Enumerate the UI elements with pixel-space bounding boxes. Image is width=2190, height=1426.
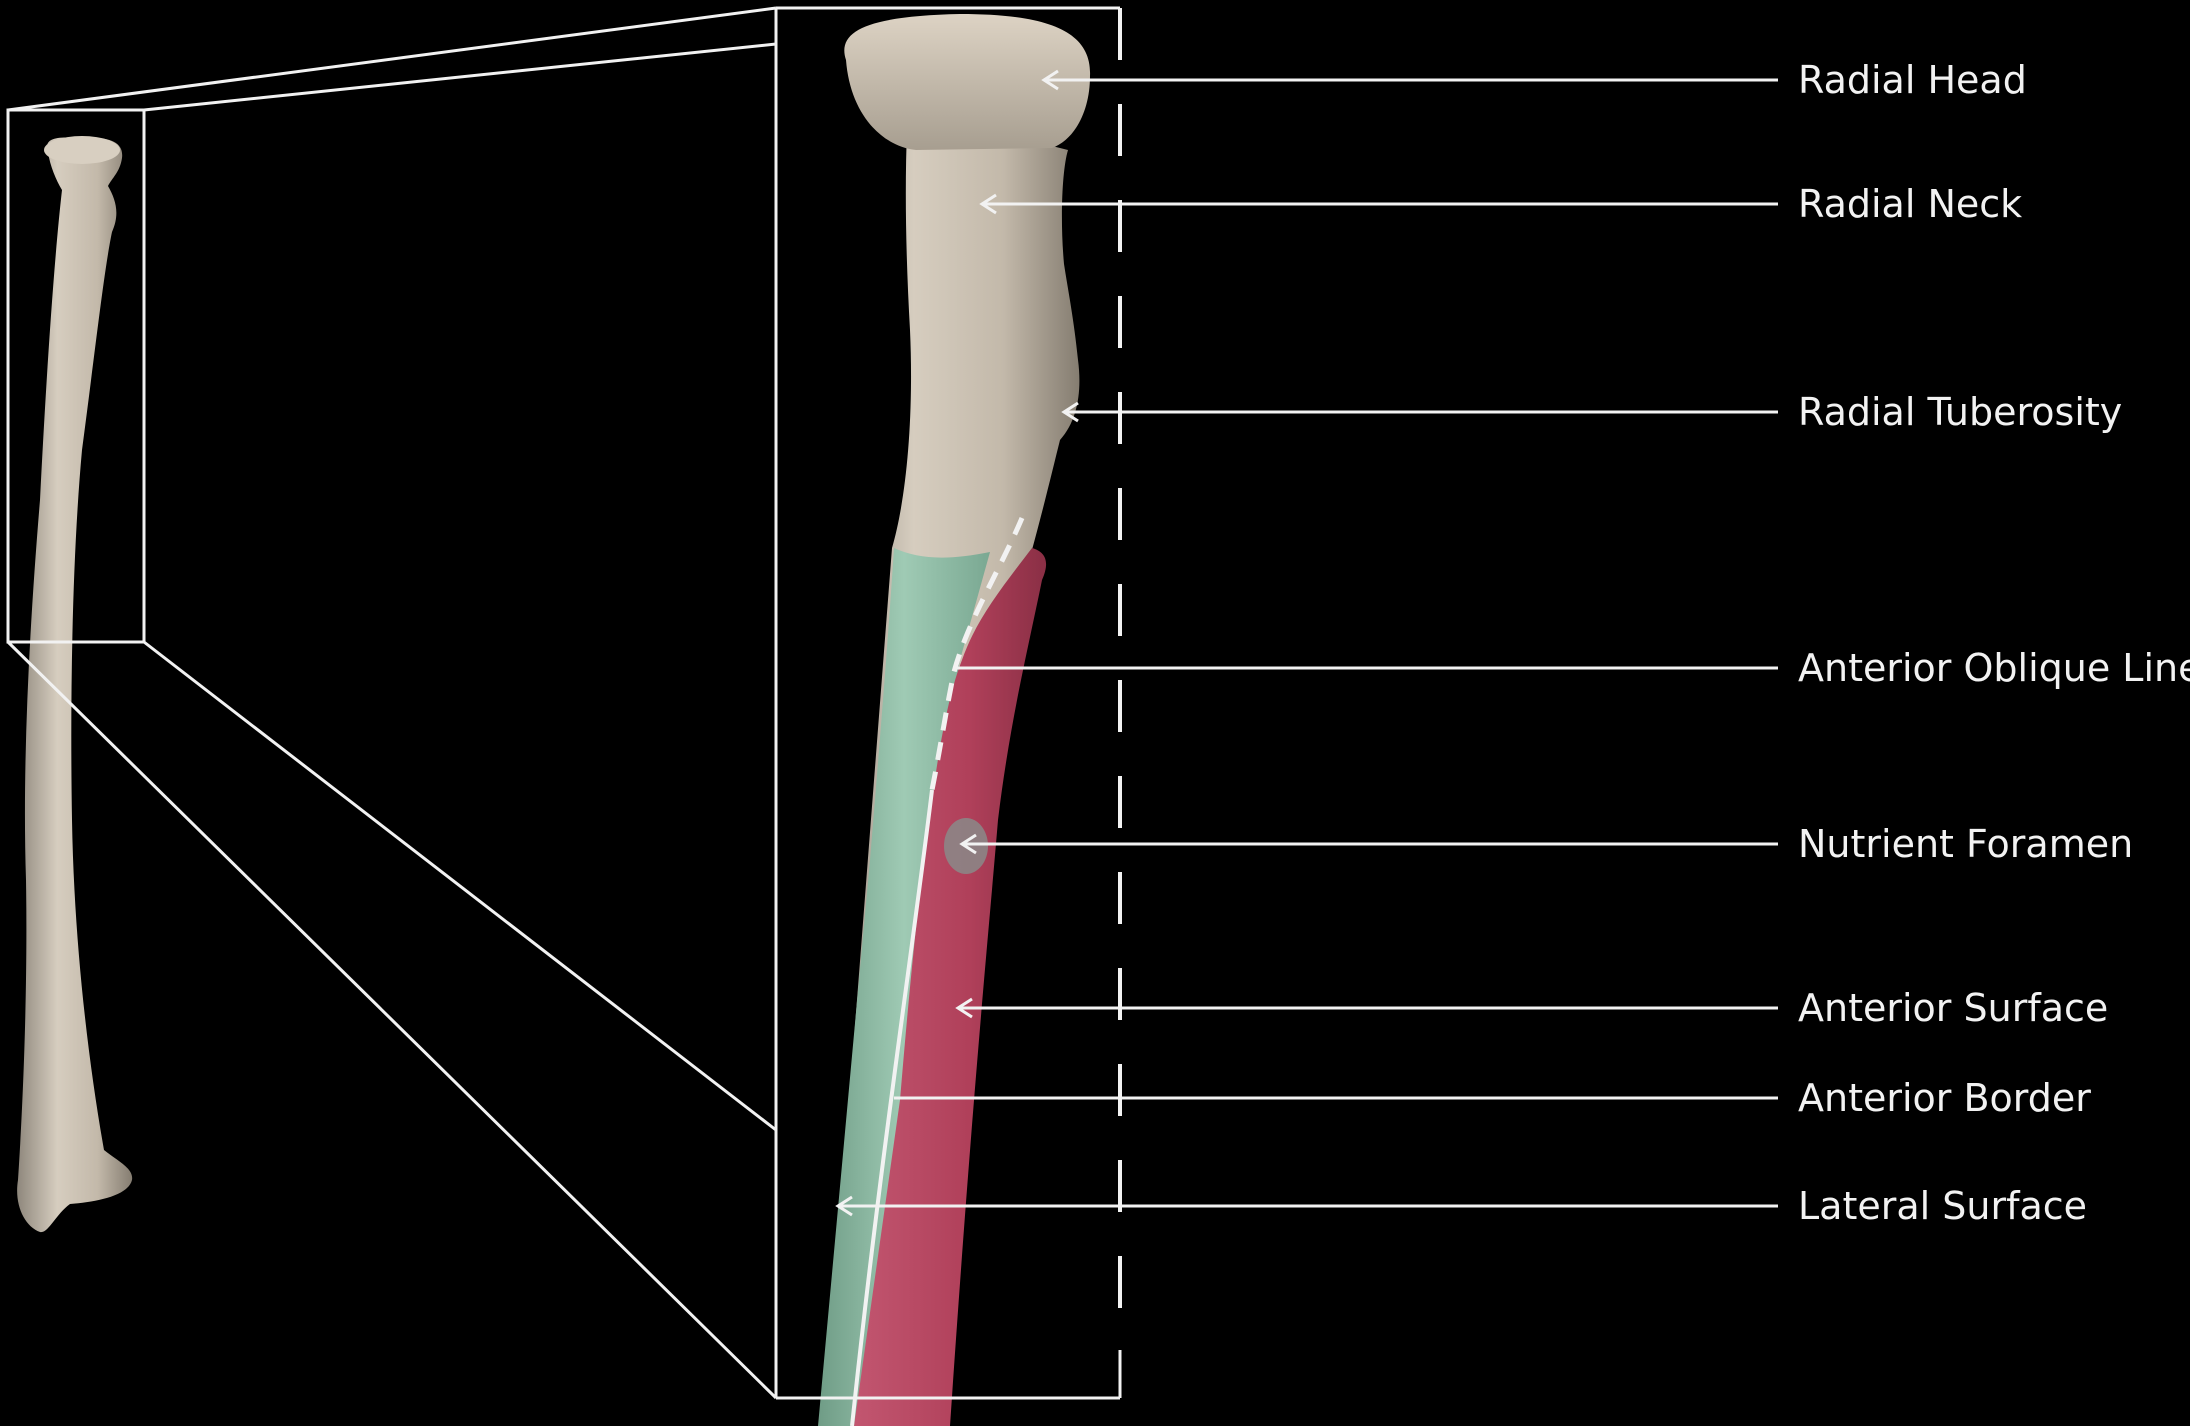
- anterior-oblique-line-label: Anterior Oblique Line: [1798, 646, 2190, 690]
- anterior-surface-label: Anterior Surface: [1798, 986, 2108, 1030]
- radial-head-label: Radial Head: [1798, 58, 2027, 102]
- zoom-connector-line: [8, 8, 776, 110]
- zoom-connector-line: [8, 642, 776, 1398]
- nutrient-foramen-label: Nutrient Foramen: [1798, 822, 2133, 866]
- radial-neck-label: Radial Neck: [1798, 182, 2022, 226]
- full-radius-bone: [17, 136, 132, 1232]
- zoom-connector-line: [144, 44, 776, 110]
- lateral-surface-label: Lateral Surface: [1798, 1184, 2087, 1228]
- radial-head-shape: [844, 14, 1090, 150]
- zoomed-radius: [818, 14, 1090, 1426]
- zoom-connector-line: [144, 642, 776, 1130]
- radial-tuberosity-label: Radial Tuberosity: [1798, 390, 2122, 434]
- anterior-border-label: Anterior Border: [1798, 1076, 2091, 1120]
